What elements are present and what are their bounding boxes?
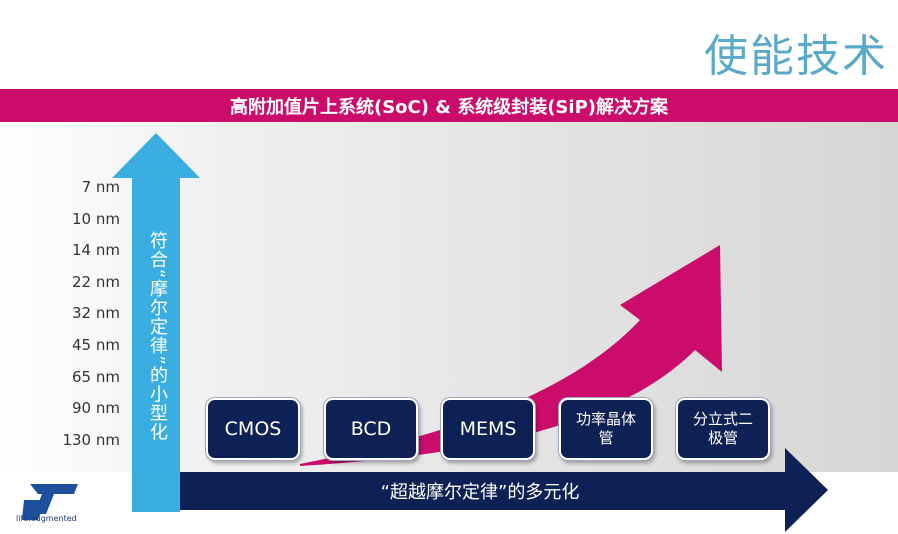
- node-label: 65 nm: [72, 368, 120, 386]
- node-label: 7 nm: [81, 178, 120, 196]
- moore-law-label: 符合“摩尔定律”的小型化: [147, 230, 168, 442]
- node-label: 10 nm: [72, 210, 120, 228]
- tech-box-bcd: BCD: [324, 398, 418, 460]
- page-title: 使能技术: [704, 31, 888, 82]
- tech-box-discrete-diode: 分立式二极管: [676, 398, 770, 460]
- solutions-banner: 高附加值片上系统(SoC) & 系统级封装(SiP)解决方案: [0, 89, 898, 122]
- tech-box-cmos: CMOS: [206, 398, 300, 460]
- st-logo: [22, 484, 78, 520]
- node-label: 22 nm: [72, 273, 120, 291]
- logo-tagline: life.augmented: [16, 514, 77, 523]
- miniaturization-arrow: [112, 133, 200, 512]
- node-label: 130 nm: [62, 431, 120, 449]
- more-than-moore-label: “超越摩尔定律”的多元化: [380, 482, 580, 503]
- node-label: 14 nm: [72, 241, 120, 259]
- diversification-arrow: [180, 448, 828, 532]
- node-label: 32 nm: [72, 304, 120, 322]
- node-label: 90 nm: [72, 399, 120, 417]
- tech-box-power-transistor: 功率晶体管: [559, 398, 653, 460]
- tech-box-mems: MEMS: [441, 398, 535, 460]
- node-label: 45 nm: [72, 336, 120, 354]
